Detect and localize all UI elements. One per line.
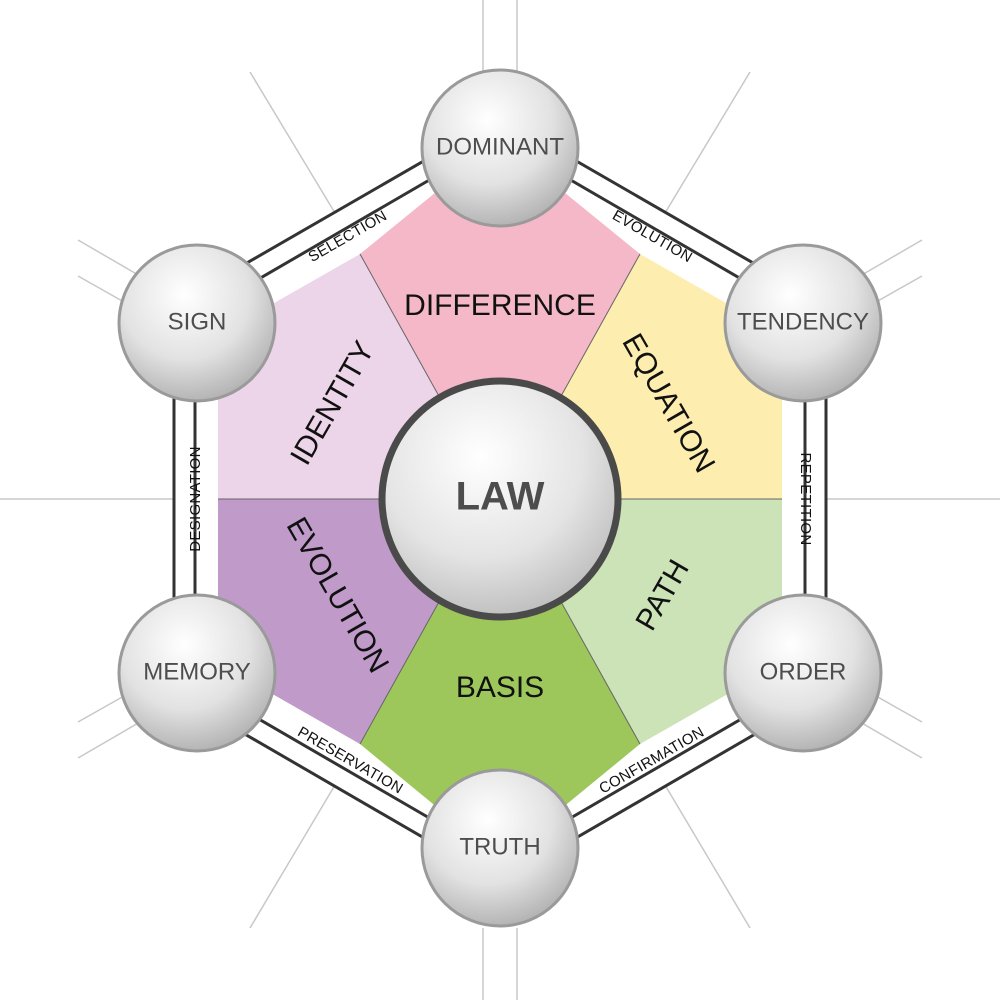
sector-label-basis: BASIS <box>456 671 544 704</box>
ray-upper-right-b <box>859 239 923 277</box>
node-dominant-circle <box>420 68 580 228</box>
sector-difference <box>360 140 640 398</box>
edge-label-designation: DESIGNATION <box>187 446 204 552</box>
node-order: ORDER <box>723 593 883 753</box>
node-order-label: ORDER <box>760 658 847 685</box>
ray-lower-left-b <box>77 721 141 759</box>
ray-lower-right-a <box>661 779 751 929</box>
ray-upper-right-c <box>875 275 923 303</box>
ray-lower-right-c <box>875 695 923 723</box>
sector-label-difference: DIFFERENCE <box>404 289 596 322</box>
ray-upper-left-b <box>77 239 141 277</box>
center-label: LAW <box>456 475 545 519</box>
node-tendency-label: TENDENCY <box>737 308 869 335</box>
divider-1 <box>359 253 441 399</box>
divider-2 <box>559 253 641 399</box>
sector-basis <box>360 600 640 859</box>
node-memory-label: MEMORY <box>143 658 251 685</box>
node-memory: MEMORY <box>117 593 277 753</box>
sector-dividers <box>218 253 782 745</box>
node-truth-label: TRUTH <box>459 833 540 860</box>
divider-5 <box>359 599 441 745</box>
ray-upper-left-c <box>77 275 125 303</box>
node-dominant: DOMINANT <box>420 68 580 228</box>
node-dominant-label: DOMINANT <box>436 133 564 160</box>
center-circle <box>378 377 622 621</box>
node-truth-circle <box>420 768 580 928</box>
node-sign-circle <box>117 243 277 403</box>
node-sign-label: SIGN <box>168 308 227 335</box>
ray-upper-left-a <box>249 71 339 219</box>
node-truth: TRUTH <box>420 768 580 928</box>
divider-4 <box>559 599 641 745</box>
node-order-circle <box>723 593 883 753</box>
ray-lower-left-c <box>77 695 125 723</box>
node-memory-circle <box>117 593 277 753</box>
sectors <box>218 140 782 859</box>
center-node: LAW <box>378 377 622 621</box>
node-tendency-circle <box>723 243 883 403</box>
ray-lower-right-b <box>859 721 923 759</box>
node-tendency: TENDENCY <box>723 243 883 403</box>
edge-label-repetition: REPETITION <box>797 452 814 545</box>
ray-lower-left-a <box>249 779 339 929</box>
ray-upper-right-a <box>661 71 751 219</box>
node-sign: SIGN <box>117 243 277 403</box>
